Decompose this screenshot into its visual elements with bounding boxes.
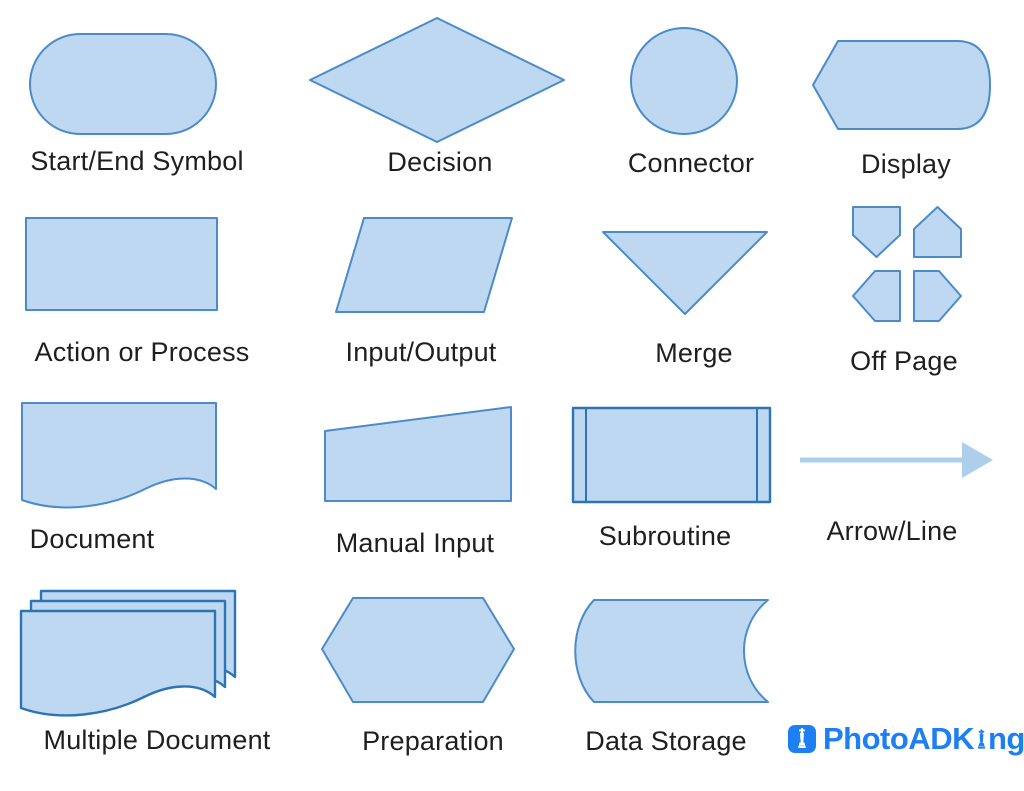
off-page-shape [852,205,964,323]
decision-label: Decision [387,147,493,177]
subroutine-label: Subroutine [598,521,732,551]
connector-label: Connector [627,148,755,178]
multiple-document-label: Multiple Document [43,725,271,755]
display-shape [811,36,993,134]
brand-wordmark: PhotoADK ng [823,723,1024,754]
merge-label: Merge [655,338,733,368]
preparation-label: Preparation [362,726,504,756]
manual-input-label: Manual Input [335,528,495,558]
document-label: Document [29,524,155,554]
data-storage-label: Data Storage [585,726,747,756]
document-shape [20,401,218,517]
decision-shape [308,16,566,144]
start-end-label: Start/End Symbol [30,146,244,176]
brand-text-prefix: PhotoADK [823,721,974,756]
subroutine-shape [571,406,772,504]
action-process-label: Action or Process [34,337,250,367]
brand-king-i-icon [977,729,986,749]
arrow-line-shape [797,439,995,481]
manual-input-shape [323,404,513,504]
arrow-line-label: Arrow/Line [826,516,958,546]
brand-logo: PhotoADK ng [788,723,1024,754]
off-page-label: Off Page [850,346,958,376]
chess-king-icon [788,724,816,753]
multiple-document-shape [17,587,239,721]
connector-shape [628,25,740,137]
start-end-shape [28,32,218,136]
action-process-shape [24,216,219,312]
input-output-shape [334,216,514,314]
display-label: Display [861,149,951,179]
input-output-label: Input/Output [345,337,497,367]
preparation-shape [320,596,516,704]
merge-shape [600,229,770,317]
data-storage-shape [567,598,771,704]
brand-text-suffix: ng [987,721,1024,756]
